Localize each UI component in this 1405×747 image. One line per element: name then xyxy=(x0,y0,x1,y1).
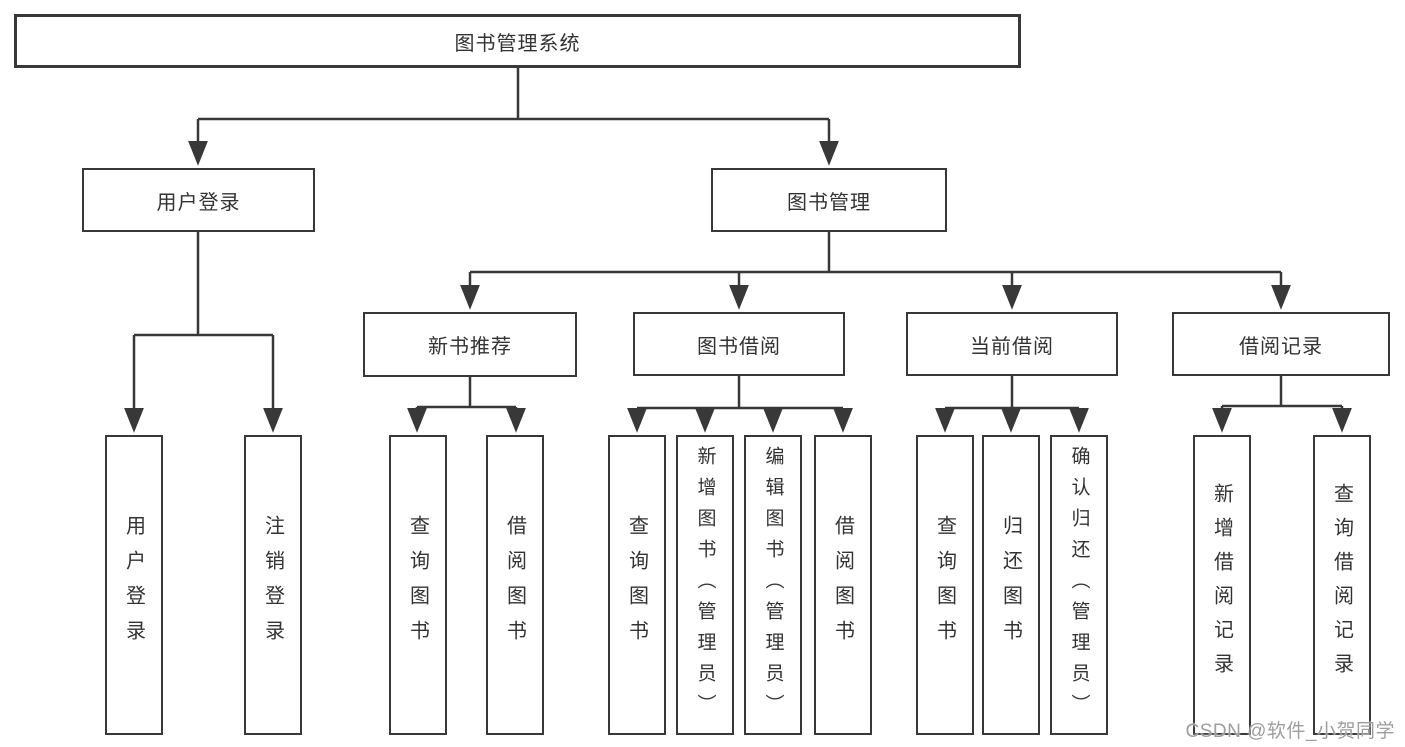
leaf-edit-books-admin: 编辑图书（管理员） xyxy=(744,435,802,735)
leaf-borrow-books: 借阅图书 xyxy=(814,435,872,735)
node-label: 图书管理 xyxy=(787,191,871,214)
leaf-logout: 注销登录 xyxy=(244,435,302,735)
leaf-label: 查询图书 xyxy=(625,515,648,655)
node-book-borrowing: 图书借阅 xyxy=(633,312,845,376)
leaf-label: 查询借阅记录 xyxy=(1330,483,1353,687)
node-label: 借阅记录 xyxy=(1239,335,1323,358)
leaf-borrow-books-recommend: 借阅图书 xyxy=(486,435,544,735)
leaf-label: 编辑图书（管理员） xyxy=(762,445,784,725)
leaf-query-borrow-record: 查询借阅记录 xyxy=(1313,435,1371,735)
leaf-label: 确认归还（管理员） xyxy=(1068,445,1090,725)
node-library-management-system: 图书管理系统 xyxy=(14,14,1021,68)
node-label: 用户登录 xyxy=(156,191,241,214)
leaf-label: 借阅图书 xyxy=(831,515,854,655)
node-label: 新书推荐 xyxy=(428,336,512,358)
leaf-label: 用户登录 xyxy=(122,515,145,655)
node-label: 图书管理系统 xyxy=(454,32,581,55)
node-new-book-recommendation: 新书推荐 xyxy=(363,312,577,377)
leaf-return-books: 归还图书 xyxy=(982,435,1040,735)
leaf-label: 新增图书（管理员） xyxy=(694,445,716,725)
leaf-label: 查询图书 xyxy=(933,515,956,655)
leaf-add-borrow-record: 新增借阅记录 xyxy=(1193,435,1251,735)
leaf-add-books-admin: 新增图书（管理员） xyxy=(676,435,734,735)
node-user-login: 用户登录 xyxy=(82,168,315,232)
node-label: 当前借阅 xyxy=(970,335,1054,358)
node-current-borrowing: 当前借阅 xyxy=(906,312,1118,376)
node-label: 图书借阅 xyxy=(697,335,781,358)
leaf-label: 归还图书 xyxy=(999,515,1022,655)
leaf-label: 查询图书 xyxy=(406,515,429,655)
leaf-query-books-recommend: 查询图书 xyxy=(389,435,447,735)
node-borrowing-records: 借阅记录 xyxy=(1172,312,1390,376)
leaf-label: 新增借阅记录 xyxy=(1210,483,1233,687)
leaf-label: 注销登录 xyxy=(261,515,284,655)
csdn-watermark: CSDN @软件_小贺同学 xyxy=(1185,721,1395,742)
leaf-confirm-return-admin: 确认归还（管理员） xyxy=(1050,435,1108,735)
node-book-management: 图书管理 xyxy=(711,168,947,232)
leaf-query-books-borrow: 查询图书 xyxy=(608,435,666,735)
leaf-query-books-current: 查询图书 xyxy=(916,435,974,735)
leaf-user-login: 用户登录 xyxy=(105,435,163,735)
leaf-label: 借阅图书 xyxy=(503,515,526,655)
